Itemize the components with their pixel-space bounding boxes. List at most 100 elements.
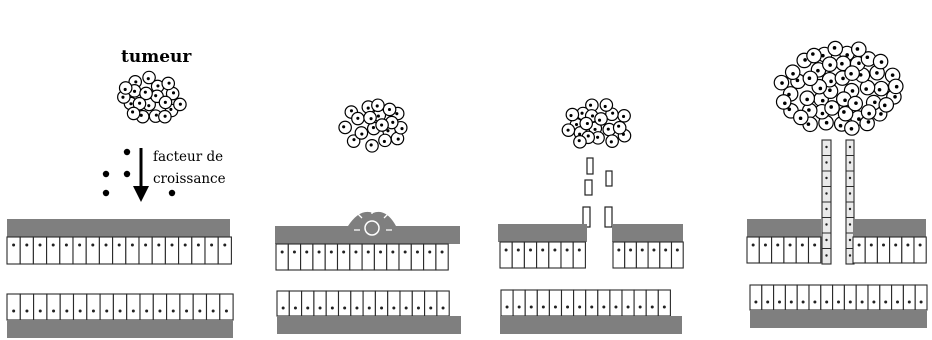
endothelial-cell <box>127 294 140 320</box>
endothelial-cell <box>20 237 33 264</box>
endothelial-cell <box>524 242 536 268</box>
endothelial-cell <box>660 242 672 268</box>
endothelial-cell <box>351 291 363 316</box>
endothelial-cell <box>648 242 660 268</box>
endothelial-cell <box>153 294 166 320</box>
membrane-left-4 <box>747 219 821 237</box>
endothelial-cell <box>573 242 585 268</box>
endothelial-cell <box>388 291 400 316</box>
endothelial-cell <box>325 244 337 270</box>
endothelial-cell <box>586 290 598 316</box>
endothelial-cell <box>865 237 877 263</box>
endothelial-cell <box>302 291 314 316</box>
endothelial-cell <box>877 237 889 263</box>
endothelial-cell <box>276 244 288 270</box>
endothelial-cell <box>512 242 524 268</box>
endothelial-cell <box>762 285 774 310</box>
tumor-cell <box>807 48 821 62</box>
endothelial-cell <box>363 291 375 316</box>
endothelial-cell <box>880 285 892 310</box>
endothelial-cell <box>902 237 914 263</box>
endothelial-cell <box>411 244 423 270</box>
endothelial-cell <box>288 244 300 270</box>
endothelial-cell <box>809 237 821 263</box>
endothelial-cell <box>205 237 218 264</box>
new-capillary-sprouts <box>822 140 854 264</box>
endothelial-cell <box>844 285 856 310</box>
tumor-cluster-3 <box>562 99 630 148</box>
endothelial-cell <box>890 237 902 263</box>
endothelial-cell <box>289 291 301 316</box>
tumor-cluster-1 <box>118 71 186 123</box>
basement-membrane-lower-3 <box>500 316 682 334</box>
endothelial-cell <box>549 290 561 316</box>
endothelial-cell <box>193 294 206 320</box>
tumor-cell <box>127 107 139 119</box>
endothelial-cell <box>313 244 325 270</box>
endothelial-cell <box>598 290 610 316</box>
endothelial-cell <box>636 242 648 268</box>
endothelial-cell <box>74 294 87 320</box>
endothelial-cell <box>821 285 833 310</box>
endothelial-cell <box>218 237 231 264</box>
endothelial-cell <box>915 285 927 310</box>
migrating-endothelial-cells <box>583 158 612 227</box>
endothelial-cell <box>338 244 350 270</box>
endothelial-cell <box>180 294 193 320</box>
endothelial-cell <box>613 242 625 268</box>
endothelial-cell <box>525 290 537 316</box>
endothelial-cell <box>658 290 670 316</box>
endothelial-cell <box>856 285 868 310</box>
endothelial-cell <box>86 237 99 264</box>
endothelial-cell <box>314 291 326 316</box>
tumor-cell <box>119 82 131 94</box>
endothelial-cell <box>853 237 865 263</box>
stage-1-growth-factor-release: tumeur facteur de croissance <box>7 47 233 338</box>
basement-membrane-upper-1 <box>7 219 230 237</box>
tumor-cell <box>613 122 625 134</box>
endothelial-cell <box>610 290 622 316</box>
endothelial-cells-lower-1 <box>7 294 233 320</box>
endothelial-cell <box>501 290 513 316</box>
endothelial-cell <box>7 294 20 320</box>
endothelial-cell <box>892 285 904 310</box>
growth-factor-label-line1: facteur de <box>153 149 223 165</box>
endothelial-cell <box>537 242 549 268</box>
endothelial-cells-upper-3 <box>500 242 683 268</box>
endothelial-cell <box>60 294 73 320</box>
endothelial-cell <box>537 290 549 316</box>
tumor-label: tumeur <box>121 47 192 67</box>
endothelial-cell <box>399 244 411 270</box>
endothelial-cell <box>374 244 386 270</box>
endothelial-cells-upper-1 <box>7 237 231 264</box>
endothelial-cell <box>339 291 351 316</box>
endothelial-cell <box>126 237 139 264</box>
growth-factor-label-line2: croissance <box>153 171 226 187</box>
endothelial-cell <box>796 237 808 263</box>
endothelial-cell <box>47 237 60 264</box>
endothelial-cell <box>100 294 113 320</box>
endothelial-cell <box>140 294 153 320</box>
endothelial-cell <box>277 291 289 316</box>
endothelial-cell <box>87 294 100 320</box>
endothelial-cell <box>301 244 313 270</box>
tumor-cell <box>874 81 888 95</box>
tumor-cell <box>339 121 351 133</box>
endothelial-cell <box>350 244 362 270</box>
endothelial-cell <box>113 237 126 264</box>
endothelial-cell <box>646 290 658 316</box>
endothelial-cell <box>167 294 180 320</box>
endothelial-cell <box>400 291 412 316</box>
endothelial-cell <box>34 294 47 320</box>
endothelial-cell <box>562 290 574 316</box>
endothelial-cell <box>362 244 374 270</box>
membrane-left-3 <box>498 224 587 242</box>
tumor-cluster-4 <box>774 41 903 135</box>
endothelial-cell <box>437 291 449 316</box>
endothelial-cell <box>914 237 926 263</box>
endothelial-cells-upper-2 <box>276 244 448 270</box>
endothelial-cells-lower-4 <box>750 285 927 310</box>
endothelial-cell <box>436 244 448 270</box>
degraded-membrane-2 <box>275 212 460 244</box>
endothelial-cell <box>561 242 573 268</box>
